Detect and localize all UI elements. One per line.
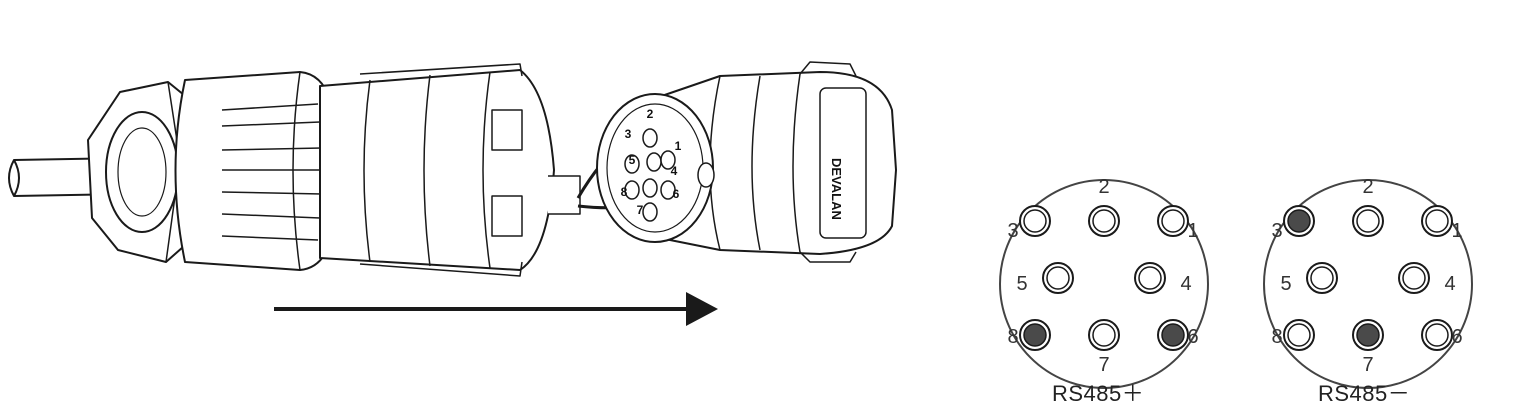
socket-pin-label-1: 1	[675, 139, 682, 153]
socket-pin-label-8: 8	[621, 185, 628, 199]
connector-face-outline	[999, 179, 1209, 389]
pin-label-7: 7	[1362, 354, 1373, 376]
connector-face-outline	[1263, 179, 1473, 389]
pin-label-7: 7	[1098, 354, 1109, 376]
pin-empty-4	[1138, 266, 1162, 290]
pin-label-2: 2	[1362, 176, 1373, 198]
socket-hole	[624, 154, 640, 174]
pin-label-8: 8	[1007, 326, 1018, 348]
socket-pin-label-2: 2	[647, 107, 654, 121]
pin-label-5: 5	[1016, 273, 1027, 295]
connector-body	[319, 69, 555, 271]
connector-illustration	[8, 61, 897, 277]
socket-pin-label-6: 6	[673, 187, 680, 201]
pin-filled-3	[1287, 209, 1311, 233]
socket-hole	[646, 152, 662, 172]
pin-label-4: 4	[1444, 273, 1455, 295]
pin-label-4: 4	[1180, 273, 1191, 295]
socket-hole	[642, 202, 658, 222]
socket-pin-label-3: 3	[625, 127, 632, 141]
pin-empty-5	[1310, 266, 1334, 290]
socket-hole	[660, 150, 676, 170]
pin-empty-2	[1092, 209, 1116, 233]
socket-hole	[642, 178, 658, 198]
pin-label-2: 2	[1098, 176, 1109, 198]
socket-hole	[624, 180, 640, 200]
pin-empty-3	[1023, 209, 1047, 233]
pin-empty-4	[1402, 266, 1426, 290]
pin-diagram-rs485-minus: 1 2 3 4 5 6 7 8	[1263, 176, 1473, 389]
pin-label-8: 8	[1271, 326, 1282, 348]
pin-filled-6	[1161, 323, 1185, 347]
pin-label-3: 3	[1271, 220, 1282, 242]
pin-label-1: 1	[1187, 220, 1198, 242]
clamp-nut	[174, 71, 339, 271]
pin-empty-8	[1287, 323, 1311, 347]
pin-empty-1	[1161, 209, 1185, 233]
caption-rs485-plus: RS485＋	[1052, 381, 1145, 406]
pin-empty-2	[1356, 209, 1380, 233]
pin-label-6: 6	[1187, 326, 1198, 348]
pin-filled-7	[1356, 323, 1380, 347]
brand-label: DEVALAN	[829, 158, 844, 220]
pin-empty-5	[1046, 266, 1070, 290]
pin-label-5: 5	[1280, 273, 1291, 295]
pin-label-3: 3	[1007, 220, 1018, 242]
pin-label-1: 1	[1451, 220, 1462, 242]
socket-hole	[642, 128, 658, 148]
socket-pins: 1 2 3 4 5 6 78	[621, 107, 682, 222]
socket-pin-label-5: 5	[629, 153, 636, 167]
pin-empty-7	[1092, 323, 1116, 347]
insert-arrow	[274, 292, 718, 326]
socket-pin-label-4: 4	[671, 164, 678, 178]
pin-diagram-rs485-plus: 1 2 3 4 5 6 7 8	[999, 176, 1209, 389]
socket-pin-label-7: 7	[637, 203, 644, 217]
pin-empty-6	[1425, 323, 1449, 347]
pin-empty-1	[1425, 209, 1449, 233]
pin-filled-8	[1023, 323, 1047, 347]
pin-label-6: 6	[1451, 326, 1462, 348]
caption-rs485-minus: RS485－	[1318, 381, 1411, 406]
socket-hole	[660, 180, 676, 200]
